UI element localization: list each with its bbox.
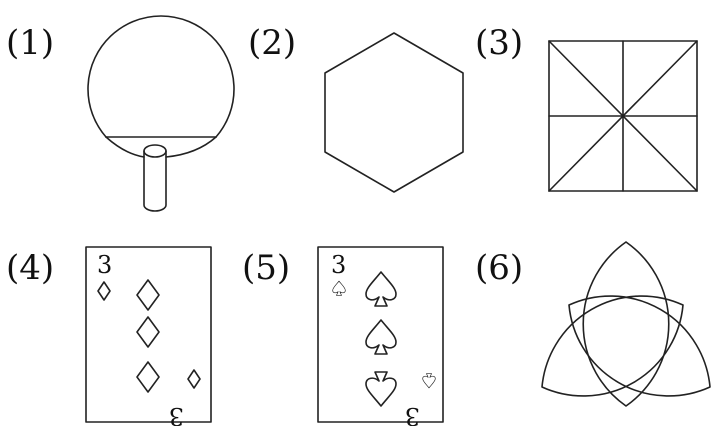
spade-pip-1 (365, 271, 397, 307)
diamond-pip-3 (136, 361, 160, 393)
card-4-rank-bottom: 3 (169, 402, 184, 426)
spade-pip-3 (365, 371, 397, 407)
spade-card-icon: 3 3 (317, 246, 444, 430)
triquetra-lens-right (568, 295, 711, 397)
card-4-rank-top: 3 (97, 251, 112, 279)
label-3: (3) (475, 23, 523, 63)
diamond-pip-small-bottom (187, 369, 201, 389)
card-5-rank-top: 3 (331, 251, 346, 279)
diamond-pip-2 (136, 316, 160, 348)
label-6: (6) (475, 248, 523, 288)
fan-icon (87, 15, 235, 212)
spade-pip-2 (365, 319, 397, 355)
pinwheel-icon (548, 40, 698, 192)
hexagon-icon (324, 32, 464, 193)
label-1: (1) (6, 23, 54, 63)
label-5: (5) (242, 248, 290, 288)
triquetra-circle-top (553, 241, 699, 387)
card-5-rank-bottom: 3 (405, 402, 420, 426)
triquetra-icon (541, 241, 711, 407)
spade-pip-small-top (332, 280, 346, 296)
label-4: (4) (6, 248, 54, 288)
triquetra-lens-left (541, 295, 684, 397)
diamond-pip-small-top (97, 281, 111, 301)
triquetra-lens-vertical (582, 241, 670, 407)
spade-pip-small-bottom (422, 373, 436, 389)
diamond-card-icon: 3 3 (85, 246, 212, 430)
diamond-pip-1 (136, 279, 160, 311)
label-2: (2) (248, 23, 296, 63)
